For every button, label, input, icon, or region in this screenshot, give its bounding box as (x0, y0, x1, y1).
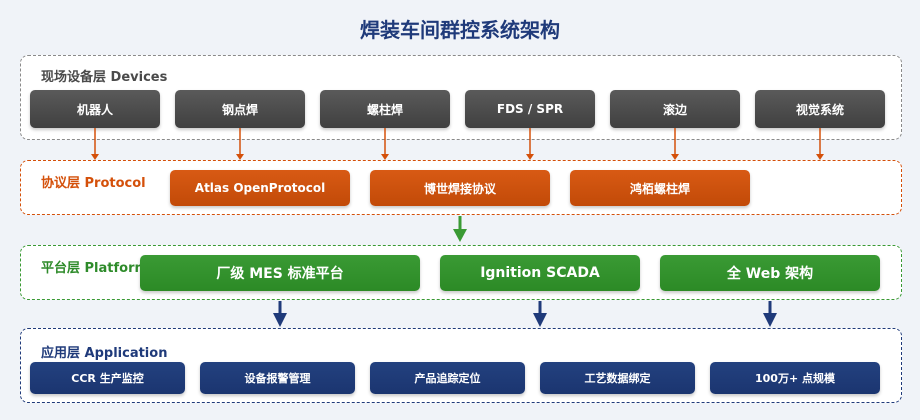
device-to-protocol-arrows (91, 128, 824, 160)
protocol-bosch-welding: 博世焊接协议 (370, 170, 550, 206)
arrow-scada-app-head (533, 313, 547, 327)
arrow-vision-head (816, 154, 824, 160)
app-ccr-monitoring: CCR 生产监控 (30, 362, 185, 394)
platform-mes: 厂级 MES 标准平台 (140, 255, 420, 291)
app-product-tracking: 产品追踪定位 (370, 362, 525, 394)
platform-web-architecture: 全 Web 架构 (660, 255, 880, 291)
arrow-hemming-head (671, 154, 679, 160)
diagram-title: 焊装车间群控系统架构 (360, 18, 560, 42)
arrow-robot-head (91, 154, 99, 160)
arrow-protocol-platform-head (453, 229, 467, 242)
device-fds-spr: FDS / SPR (465, 90, 595, 128)
device-hemming: 滚边 (610, 90, 740, 128)
device-robot: 机器人 (30, 90, 160, 128)
arrow-fds-spr-head (526, 154, 534, 160)
layer-protocol-label: 协议层 Protocol (41, 176, 146, 191)
device-vision-system: 视觉系统 (755, 90, 885, 128)
device-stud-welding: 螺柱焊 (320, 90, 450, 128)
layer-application-label: 应用层 Application (41, 346, 168, 361)
app-process-data-binding: 工艺数据绑定 (540, 362, 695, 394)
protocol-atlas-openprotocol: Atlas OpenProtocol (170, 170, 350, 206)
protocol-hongbai-stud-welding: 鸿栢螺柱焊 (570, 170, 750, 206)
arrow-stud-welding-head (381, 154, 389, 160)
app-million-point-scale: 100万+ 点规模 (710, 362, 880, 394)
layer-platform-label: 平台层 Platform (41, 261, 149, 276)
arrow-spot-welding-head (236, 154, 244, 160)
app-alarm-management: 设备报警管理 (200, 362, 355, 394)
platform-to-application-arrows (273, 301, 777, 327)
protocol-to-platform-arrow (453, 216, 467, 242)
platform-ignition-scada: Ignition SCADA (440, 255, 640, 291)
device-spot-welding: 钢点焊 (175, 90, 305, 128)
arrow-mes-app-head (273, 313, 287, 327)
layer-devices-label: 现场设备层 Devices (41, 70, 168, 85)
arrow-web-app-head (763, 313, 777, 327)
